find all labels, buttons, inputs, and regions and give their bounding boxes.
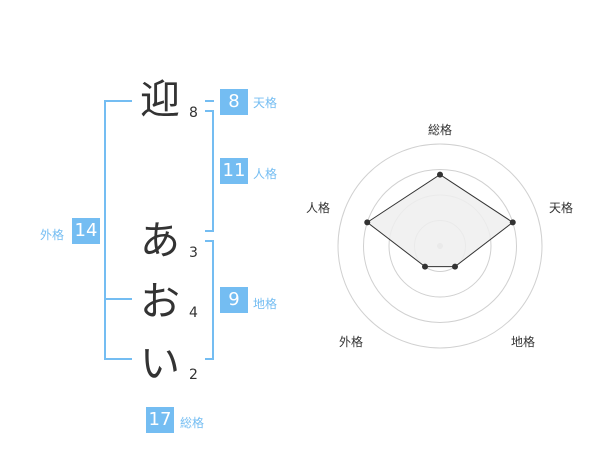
tenkaku-label: 天格	[253, 96, 278, 110]
jinkaku-bracket-bottom	[205, 230, 214, 232]
radar-axis-label-soukaku: 総格	[428, 123, 453, 137]
radar-axis-label-jinkaku: 人格	[306, 201, 331, 215]
gaikaku-bracket-vertical	[104, 100, 106, 360]
jinkaku-label: 人格	[253, 167, 278, 181]
gaikaku-bracket-bottom	[104, 358, 132, 360]
stroke-count-1: 8	[189, 105, 198, 121]
tenkaku-bracket	[205, 100, 214, 102]
radar-point	[437, 171, 443, 178]
radar-axis-label-gaikaku: 外格	[339, 335, 364, 349]
radar-axis-label-tenkaku: 天格	[549, 201, 574, 215]
chikaku-bracket-top	[205, 240, 214, 242]
gaikaku-bracket-top	[104, 100, 132, 102]
gaikaku-label: 外格	[40, 228, 65, 242]
radar-point	[509, 219, 516, 226]
chikaku-label: 地格	[253, 297, 278, 311]
radar-series-area	[366, 174, 514, 268]
name-char-4: い	[140, 341, 180, 387]
name-char-1: 迎	[140, 77, 180, 123]
tenkaku-badge: 8	[220, 89, 248, 115]
jinkaku-bracket-vertical	[212, 110, 214, 232]
chikaku-bracket-bottom	[205, 358, 214, 360]
gaikaku-badge: 14	[72, 218, 100, 244]
stroke-count-2: 3	[189, 245, 198, 261]
radar-grid-ring	[363, 169, 517, 323]
soukaku-label: 総格	[180, 416, 205, 430]
radar-point	[451, 263, 458, 270]
chikaku-badge: 9	[220, 287, 248, 313]
jinkaku-bracket-top	[205, 110, 214, 112]
jinkaku-badge: 11	[220, 158, 248, 184]
soukaku-badge: 17	[146, 407, 174, 433]
radar-point	[422, 263, 429, 270]
gaikaku-bracket-middle	[104, 298, 132, 300]
stroke-count-3: 4	[189, 305, 198, 321]
chikaku-bracket-vertical	[212, 240, 214, 360]
name-char-2: あ	[140, 218, 180, 264]
stroke-count-4: 2	[189, 367, 198, 383]
radar-point	[364, 219, 371, 226]
radar-axis-label-chikaku: 地格	[511, 335, 536, 349]
name-char-3: お	[140, 279, 180, 325]
